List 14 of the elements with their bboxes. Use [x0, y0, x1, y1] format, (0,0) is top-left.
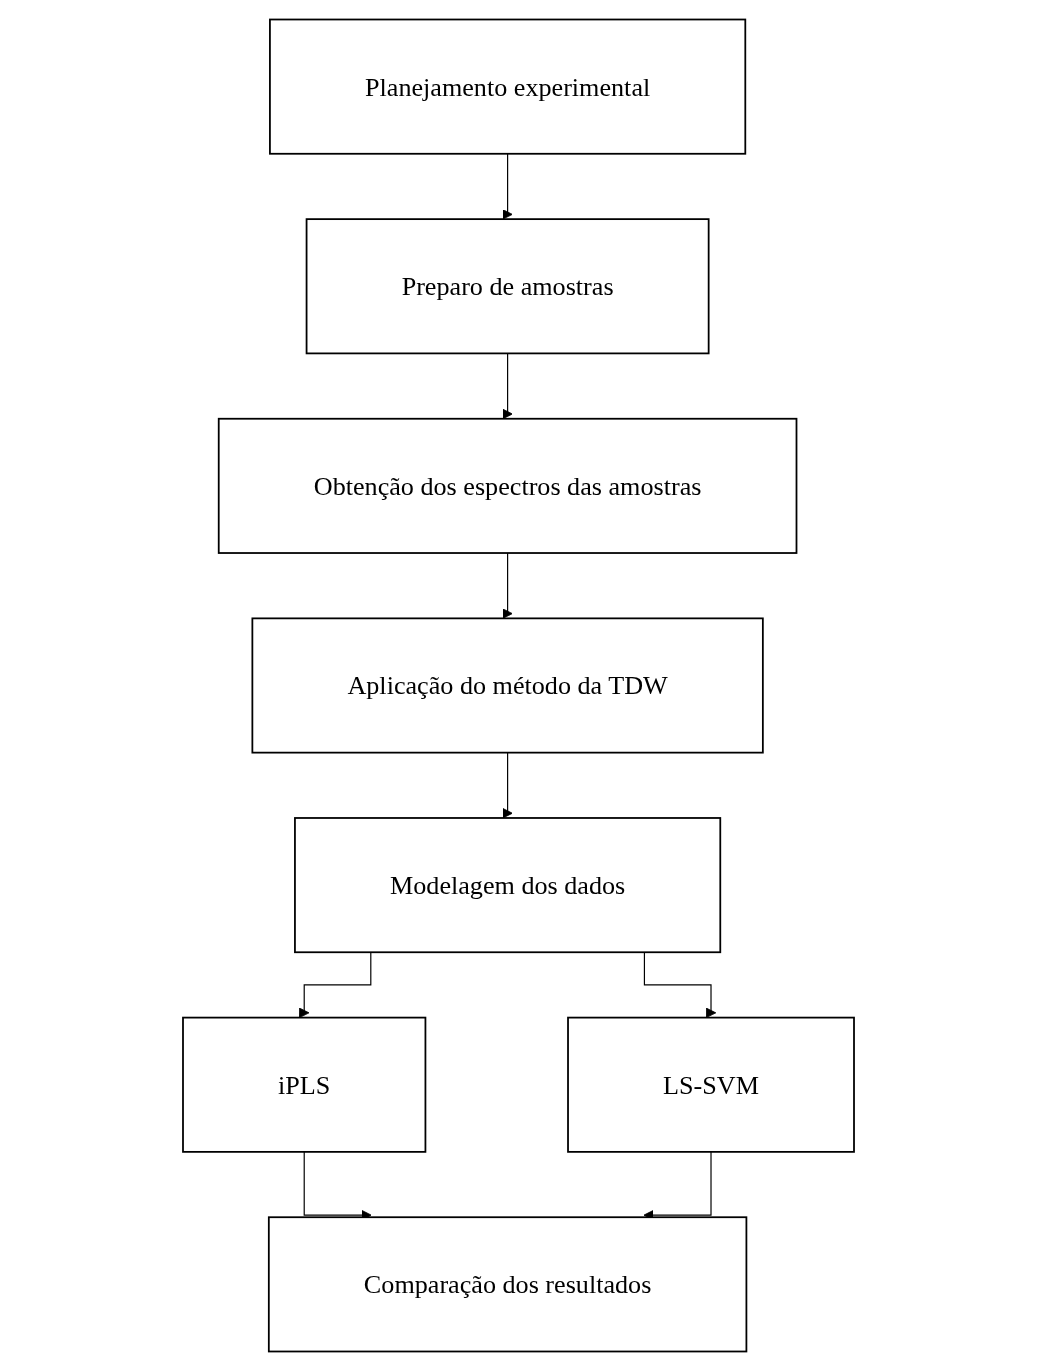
- arrow: [643, 951, 717, 1019]
- node-box: iPLS: [182, 1016, 427, 1153]
- arrow: [502, 352, 513, 420]
- arrow: [502, 752, 513, 819]
- node-box: Comparação dos resultados: [267, 1216, 748, 1353]
- node-box: Modelagem dos dados: [294, 817, 722, 954]
- node-box: Preparo de amostras: [305, 218, 710, 355]
- arrow: [502, 552, 513, 619]
- node-box: Planejamento experimental: [269, 18, 747, 155]
- arrow: [299, 951, 372, 1019]
- node-box: Aplicação do método da TDW: [251, 617, 764, 754]
- node-box: Obtenção dos espectros das amostras: [217, 417, 798, 554]
- node-box: LS-SVM: [567, 1016, 855, 1153]
- arrow: [502, 153, 513, 220]
